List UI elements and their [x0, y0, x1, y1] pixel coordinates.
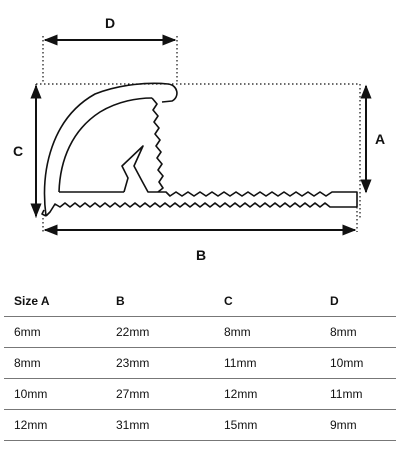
table-row: 10mm 27mm 12mm 11mm — [4, 378, 396, 410]
dotted-guide-lines — [35, 36, 361, 232]
dim-a-label: A — [375, 131, 385, 147]
table-cell: 9mm — [310, 409, 396, 441]
table-cell: 27mm — [96, 378, 204, 410]
table-cell: 15mm — [204, 409, 310, 441]
table-cell: 6mm — [4, 316, 96, 348]
table-cell: 31mm — [96, 409, 204, 441]
table-cell: 8mm — [4, 347, 96, 379]
table-cell: 23mm — [96, 347, 204, 379]
tile-trim-profile-diagram: D B C A — [13, 15, 385, 263]
dim-c-label: C — [13, 143, 23, 159]
column-header: Size A — [4, 286, 96, 317]
table-cell: 8mm — [204, 316, 310, 348]
size-table: Size A B C D 6mm 22mm 8mm 8mm 8mm 23mm 1… — [4, 286, 396, 441]
table-header-row: Size A B C D — [4, 286, 396, 317]
table-cell: 22mm — [96, 316, 204, 348]
table-cell: 10mm — [310, 347, 396, 379]
table-row: 8mm 23mm 11mm 10mm — [4, 347, 396, 379]
dim-b-label: B — [196, 247, 206, 263]
table-cell: 10mm — [4, 378, 96, 410]
table-cell: 11mm — [204, 347, 310, 379]
column-header: D — [310, 286, 396, 317]
table-row: 6mm 22mm 8mm 8mm — [4, 316, 396, 348]
table-row: 12mm 31mm 15mm 9mm — [4, 409, 396, 441]
dimension-arrows — [30, 34, 372, 236]
table-cell: 11mm — [310, 378, 396, 410]
table-cell: 12mm — [204, 378, 310, 410]
column-header: C — [204, 286, 310, 317]
table-cell: 8mm — [310, 316, 396, 348]
column-header: B — [96, 286, 204, 317]
dim-d-label: D — [105, 15, 115, 31]
table-cell: 12mm — [4, 409, 96, 441]
trim-profile — [41, 82, 358, 217]
